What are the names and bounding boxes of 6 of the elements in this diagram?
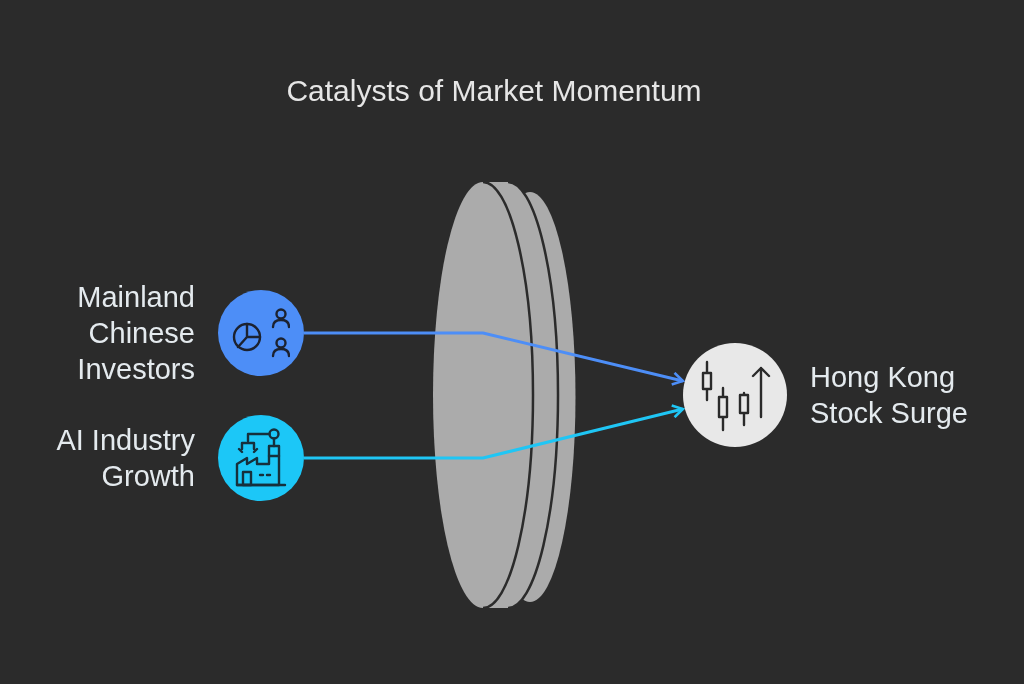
node-label: AI Industry Growth [55,423,195,494]
arrow [304,404,685,460]
node-label: Mainland Chinese Investors [76,280,195,387]
node-label: Hong Kong Stock Surge [810,360,969,431]
arrow [304,331,685,386]
diagram-title: Catalysts of Market Momentum [286,73,702,109]
